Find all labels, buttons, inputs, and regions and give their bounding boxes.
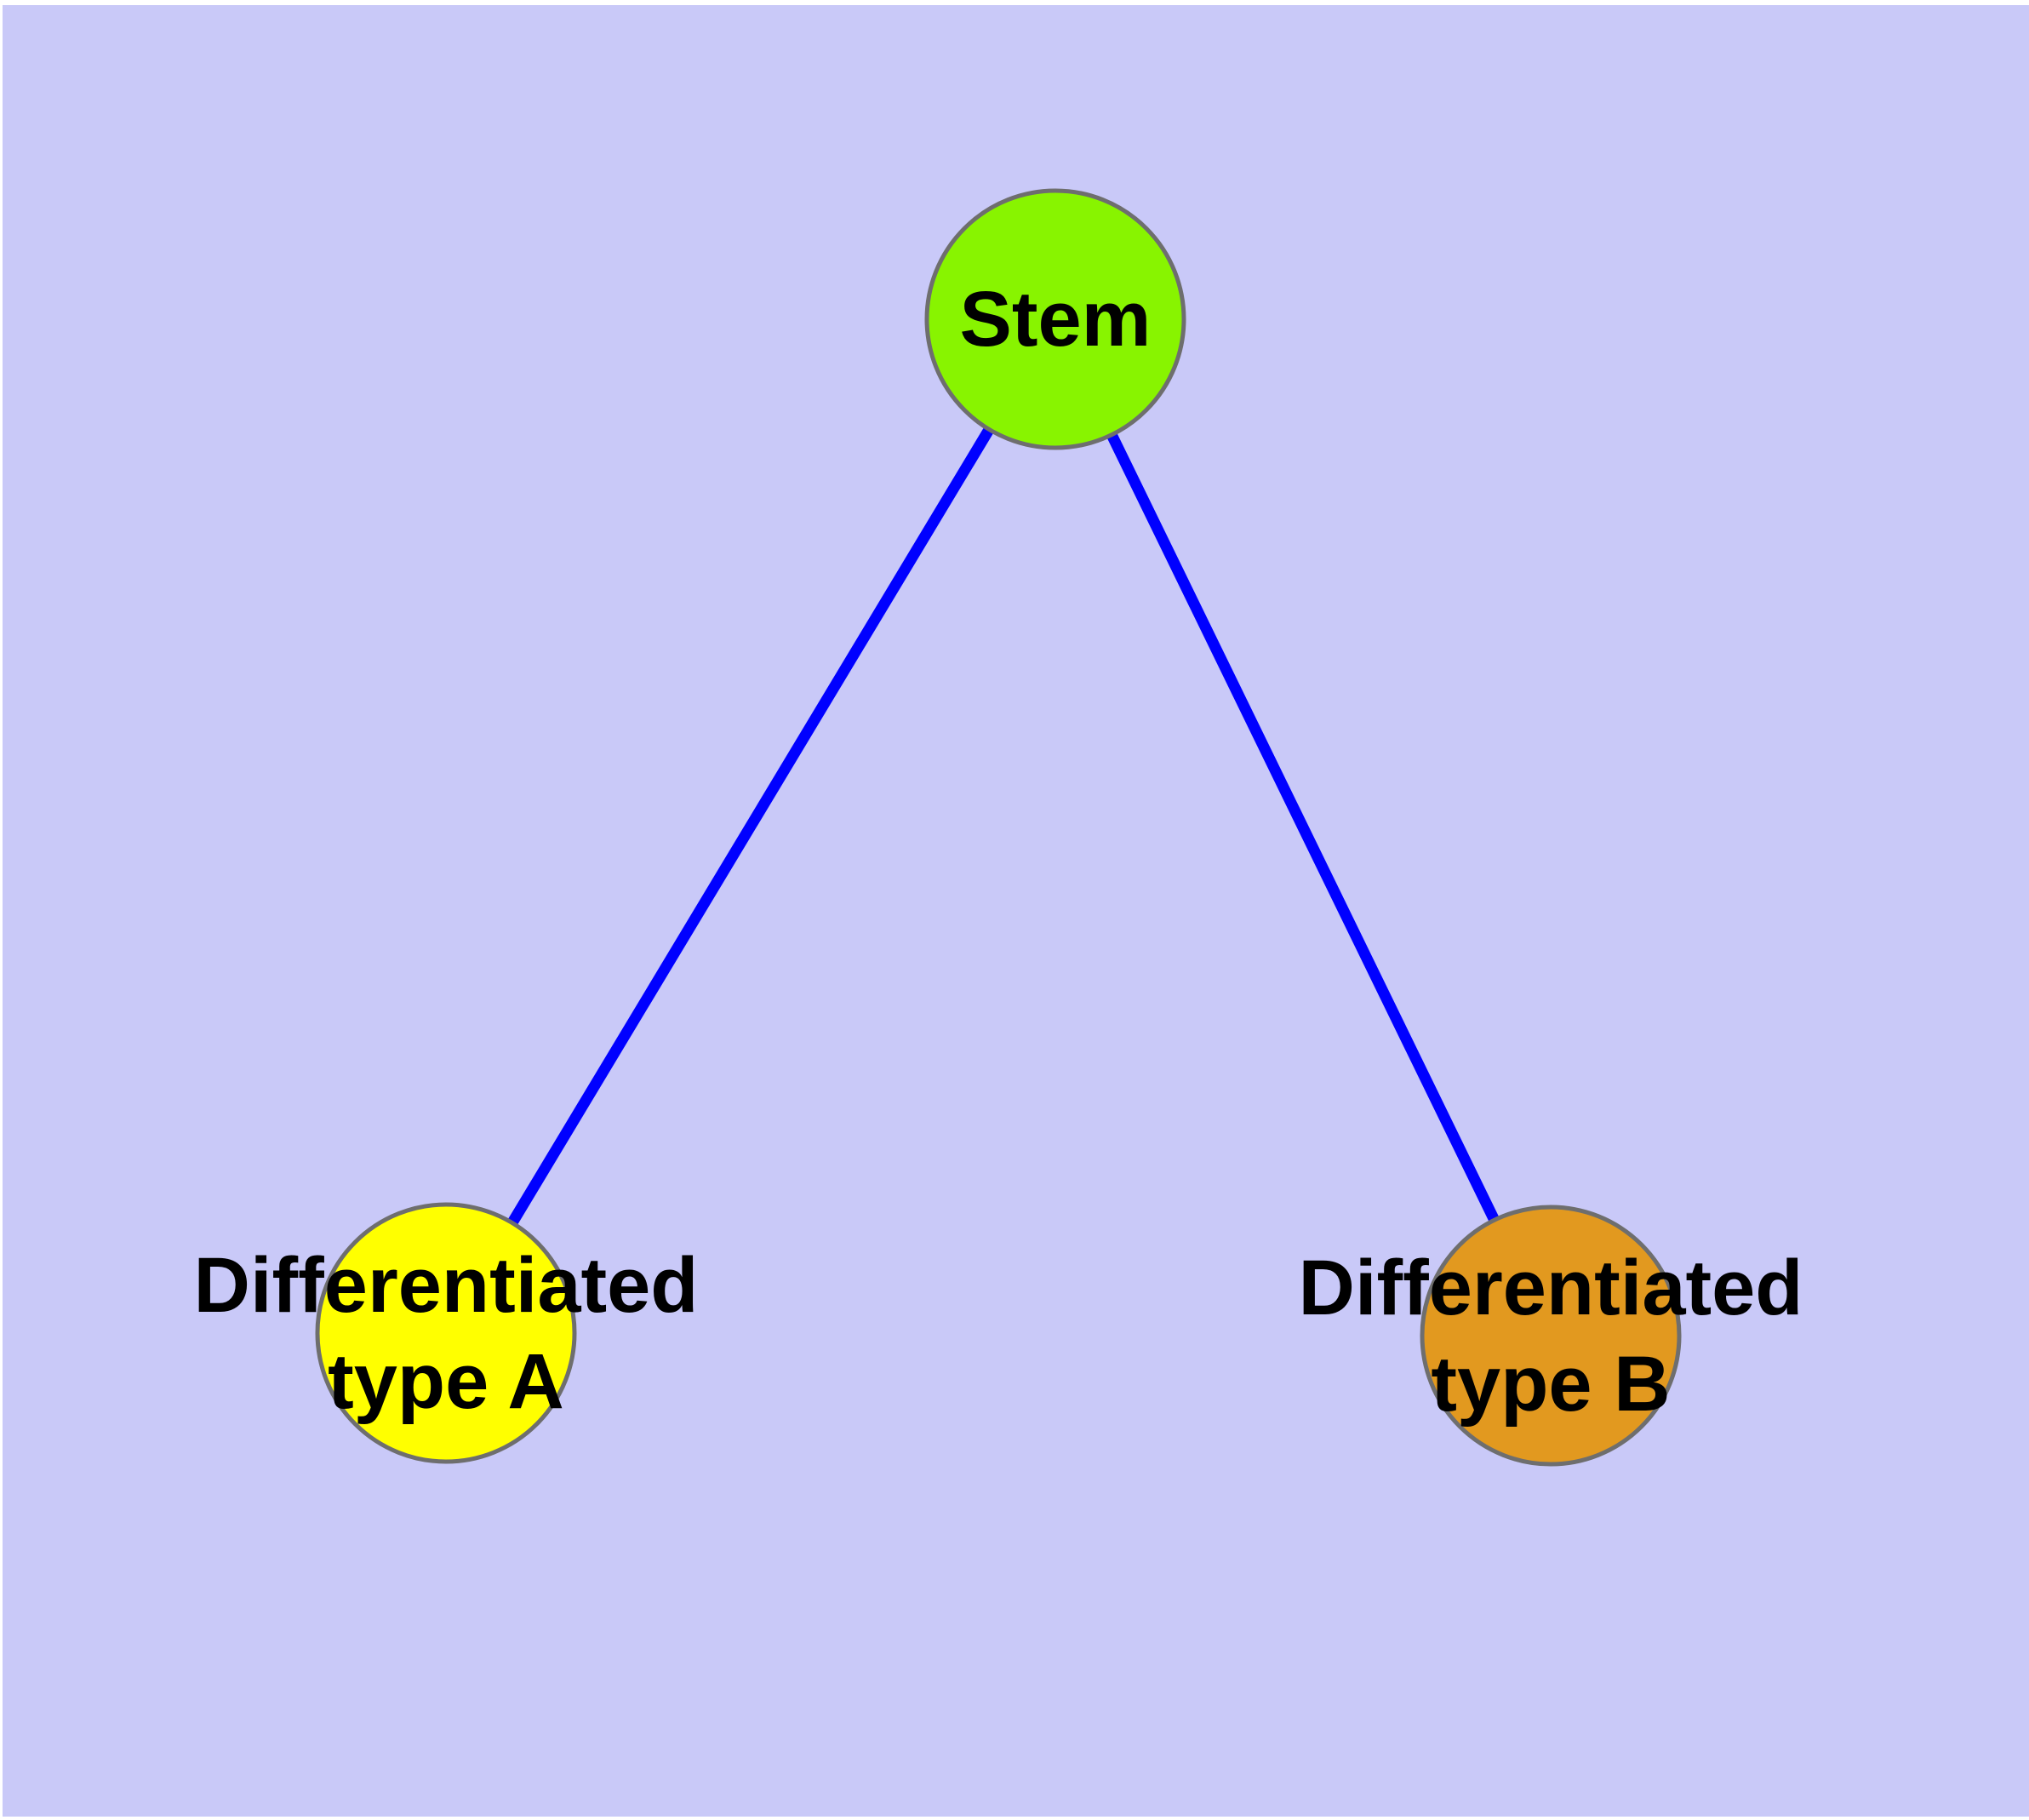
- node-label-type-b-line-2: type B: [1431, 1341, 1670, 1428]
- node-stem: [924, 188, 1186, 450]
- node-label-type-b-line-1: Differentiated: [1299, 1245, 1803, 1331]
- node-differentiated-type-a: [315, 1202, 577, 1464]
- edge-stem-to-type-a: [441, 316, 1060, 1336]
- node-differentiated-type-b: [1420, 1205, 1682, 1467]
- node-label-stem: Stem: [960, 276, 1152, 363]
- node-label-type-a-line-2: type A: [328, 1338, 564, 1425]
- edge-stem-to-type-b: [1050, 317, 1556, 1338]
- node-label-type-a-line-1: Differentiated: [194, 1242, 699, 1329]
